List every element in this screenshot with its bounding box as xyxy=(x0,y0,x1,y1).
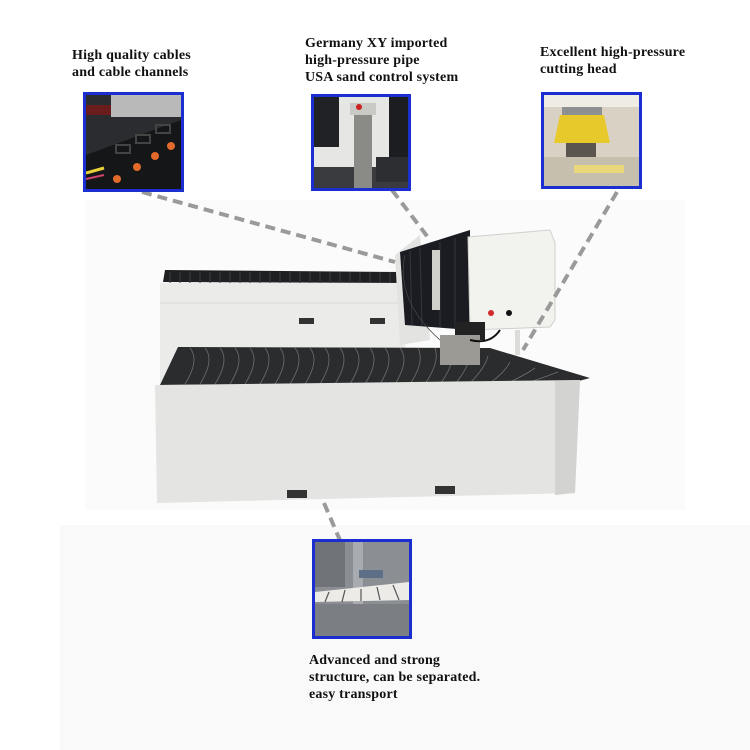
pipe-photo xyxy=(311,94,411,191)
callout-cables-line: High quality cables xyxy=(72,48,191,63)
callout-cutting-head: Excellent high-pressure cutting head xyxy=(540,44,685,78)
callout-pipe-line: USA sand control system xyxy=(305,70,459,85)
callout-structure-line: Advanced and strong xyxy=(309,653,441,668)
callout-structure: Advanced and strong structure, can be se… xyxy=(309,652,480,703)
callout-pipe-line: Germany XY imported xyxy=(305,36,448,51)
cable-chain-photo xyxy=(83,92,184,192)
callout-head-line: cutting head xyxy=(540,62,617,77)
callout-head-line: Excellent high-pressure xyxy=(540,45,686,60)
callout-pipe: Germany XY imported high-pressure pipe U… xyxy=(305,35,458,86)
structure-photo xyxy=(312,539,412,639)
callout-structure-line: structure, can be separated. xyxy=(309,670,481,685)
callout-cables: High quality cables and cable channels xyxy=(72,47,191,81)
callout-structure-line: easy transport xyxy=(309,687,398,702)
callout-cables-line: and cable channels xyxy=(72,65,189,80)
callout-pipe-line: high-pressure pipe xyxy=(305,53,420,68)
cutting-head-photo xyxy=(541,92,642,189)
